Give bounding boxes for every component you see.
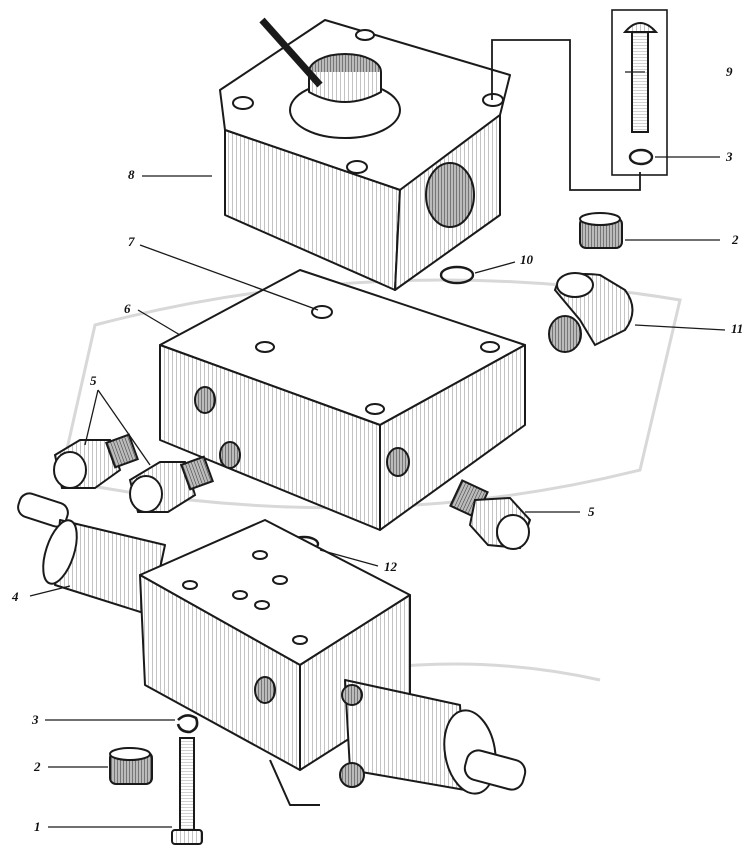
callout-12: 12 bbox=[384, 559, 397, 574]
part-1-bolt bbox=[171, 737, 203, 845]
callout-4: 4 bbox=[12, 589, 19, 604]
callout-6: 6 bbox=[124, 301, 131, 316]
callout-11: 11 bbox=[731, 321, 744, 336]
part-2-plug-upper bbox=[579, 212, 623, 249]
callout-2-lower: 2 bbox=[34, 759, 41, 774]
part-5-fittings-left bbox=[53, 433, 215, 513]
part-9-bolt bbox=[611, 9, 668, 176]
part-8-top-valve-body bbox=[219, 17, 511, 291]
callout-1: 1 bbox=[34, 819, 41, 834]
part-6-middle-block bbox=[159, 269, 526, 531]
part-2-plug-lower bbox=[109, 747, 153, 785]
callout-3-upper: 3 bbox=[726, 149, 733, 164]
part-3-washer-lower bbox=[176, 714, 199, 734]
callout-10: 10 bbox=[520, 252, 533, 267]
connector-line bbox=[491, 39, 641, 191]
callout-8: 8 bbox=[128, 167, 135, 182]
callout-9: 9 bbox=[726, 64, 733, 79]
part-10-oring bbox=[439, 265, 475, 285]
callout-7: 7 bbox=[128, 234, 135, 249]
callout-3-lower: 3 bbox=[32, 712, 39, 727]
leader-lines bbox=[29, 71, 726, 828]
part-11-elbow-fitting bbox=[548, 272, 634, 353]
part-5-fitting-right bbox=[449, 479, 532, 550]
part-4-spool-assembly bbox=[17, 492, 527, 806]
callout-5-right: 5 bbox=[588, 504, 595, 519]
callout-5-left: 5 bbox=[90, 373, 97, 388]
callout-2-upper: 2 bbox=[732, 232, 739, 247]
